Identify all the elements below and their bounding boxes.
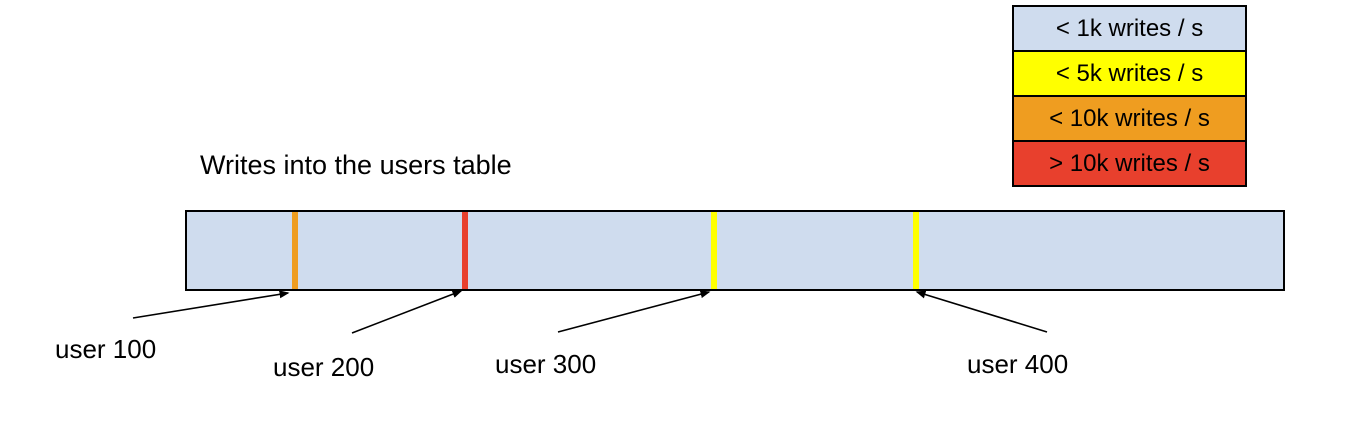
users-table-bar — [185, 210, 1285, 291]
write-stripe-user-200 — [462, 212, 468, 289]
legend-item-label: < 10k writes / s — [1049, 104, 1210, 132]
write-stripe-user-100 — [292, 212, 298, 289]
label-user-300: user 300 — [495, 349, 597, 379]
arrow-user-200 — [351, 290, 463, 334]
legend-item-gt10k: > 10k writes / s — [1014, 140, 1245, 185]
label-user-100: user 100 — [55, 334, 157, 364]
legend-item-label: > 10k writes / s — [1049, 149, 1210, 177]
label-user-400: user 400 — [967, 349, 1069, 379]
label-user-200: user 200 — [273, 352, 375, 382]
legend-item-lt10k: < 10k writes / s — [1014, 95, 1245, 140]
legend-item-lt1k: < 1k writes / s — [1014, 7, 1245, 50]
legend-item-label: < 1k writes / s — [1055, 14, 1204, 42]
write-stripe-user-400 — [913, 212, 919, 289]
legend-item-lt5k: < 5k writes / s — [1014, 50, 1245, 95]
legend-item-label: < 5k writes / s — [1055, 59, 1204, 87]
diagram-title: Writes into the users table — [200, 150, 512, 180]
write-stripe-user-300 — [711, 212, 717, 289]
legend: < 1k writes / s < 5k writes / s < 10k wr… — [1012, 5, 1247, 187]
arrow-user-400 — [915, 290, 1048, 333]
arrow-user-300 — [557, 290, 711, 333]
arrow-user-100 — [132, 290, 290, 319]
